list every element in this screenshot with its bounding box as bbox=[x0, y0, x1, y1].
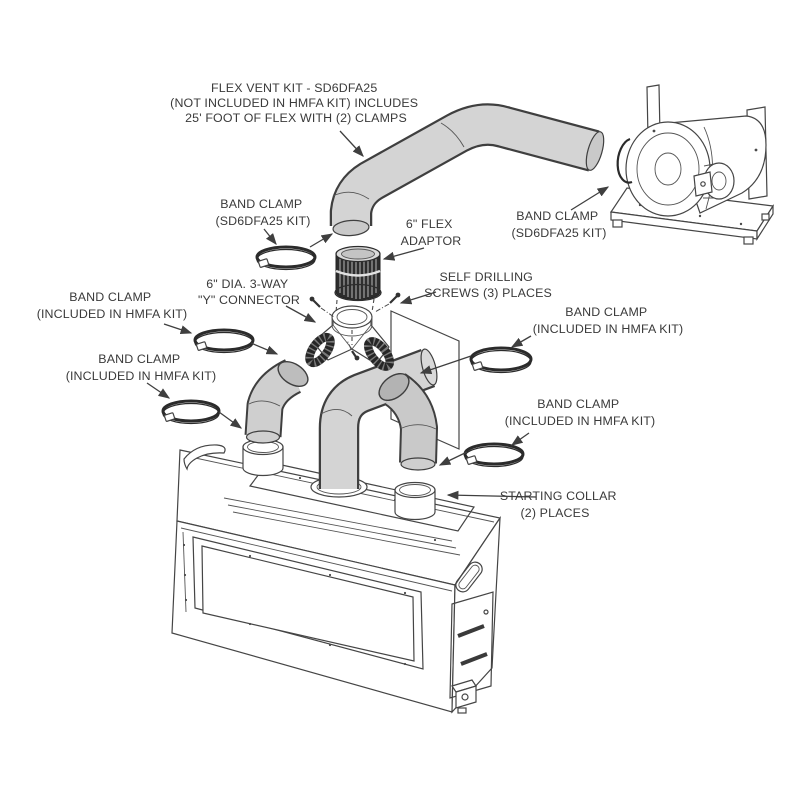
vent-slot bbox=[457, 624, 485, 638]
self-drilling-screw bbox=[346, 339, 360, 361]
self-drilling-screw bbox=[374, 292, 401, 313]
fireplace-unit bbox=[171, 438, 501, 714]
blower-inlet-ring bbox=[616, 137, 633, 184]
band-clamp-hmfa-right-lower bbox=[463, 442, 525, 468]
side-handle-cutout bbox=[455, 561, 483, 593]
right-elbow-end-cap bbox=[400, 457, 436, 471]
label-starting-collar: STARTING COLLAR (2) PLACES bbox=[500, 489, 620, 520]
label-band-clamp-sd-right: BAND CLAMP (SD6DFA25 KIT) bbox=[511, 209, 606, 240]
gas-valve-latch bbox=[451, 679, 477, 714]
band-clamp-hmfa-right-upper bbox=[469, 346, 533, 374]
alignment-dash-left bbox=[335, 299, 338, 314]
right-elbow-mouth bbox=[378, 372, 410, 402]
band-clamp-sd-left bbox=[255, 245, 317, 271]
label-flex-adaptor: 6" FLEX ADAPTOR bbox=[401, 217, 462, 248]
flex-vent-duct bbox=[329, 103, 605, 237]
starting-collar-left bbox=[242, 438, 284, 477]
alignment-dash-right bbox=[371, 298, 375, 313]
blower-housing-face bbox=[625, 121, 711, 217]
side-pin bbox=[483, 609, 489, 615]
starting-collar-right bbox=[394, 481, 436, 521]
left-elbow-end-cap bbox=[245, 430, 281, 444]
y-connector bbox=[305, 305, 395, 371]
glass-window-inner-frame bbox=[201, 545, 415, 662]
band-clamp-hmfa-left-upper bbox=[193, 328, 255, 354]
right-elbow-tube bbox=[378, 372, 438, 471]
duct-bottom-end-cap bbox=[332, 219, 370, 237]
self-drilling-screw bbox=[309, 296, 335, 318]
band-clamp-hmfa-left-lower bbox=[161, 399, 221, 425]
side-vent-panel bbox=[449, 591, 494, 699]
vent-slot bbox=[460, 652, 488, 666]
motor-junction-box bbox=[693, 171, 713, 197]
leader-arrows bbox=[146, 130, 610, 500]
left-elbow-tube bbox=[244, 359, 309, 444]
label-band-clamp-sd-left: BAND CLAMP (SD6DFA25 KIT) bbox=[215, 197, 310, 228]
label-flex-vent-kit: FLEX VENT KIT - SD6DFA25 (NOT INCLUDED I… bbox=[170, 81, 422, 125]
label-band-clamp-hmfa-right-upper: BAND CLAMP (INCLUDED IN HMFA KIT) bbox=[533, 305, 684, 336]
label-self-drilling-screws: SELF DRILLING SCREWS (3) PLACES bbox=[424, 270, 552, 300]
label-band-clamp-hmfa-right-lower: BAND CLAMP (INCLUDED IN HMFA KIT) bbox=[505, 397, 656, 428]
flex-adaptor bbox=[334, 245, 382, 302]
left-elbow-mouth bbox=[277, 361, 309, 387]
label-band-clamp-hmfa-left-upper: BAND CLAMP (INCLUDED IN HMFA KIT) bbox=[37, 290, 188, 321]
blower-assembly bbox=[609, 84, 775, 245]
label-band-clamp-hmfa-left-lower: BAND CLAMP (INCLUDED IN HMFA KIT) bbox=[66, 352, 217, 383]
label-y-connector: 6" DIA. 3-WAY "Y" CONNECTOR bbox=[198, 277, 300, 307]
duct-right-end-cap bbox=[585, 131, 605, 171]
crescent-cutout bbox=[183, 444, 226, 471]
